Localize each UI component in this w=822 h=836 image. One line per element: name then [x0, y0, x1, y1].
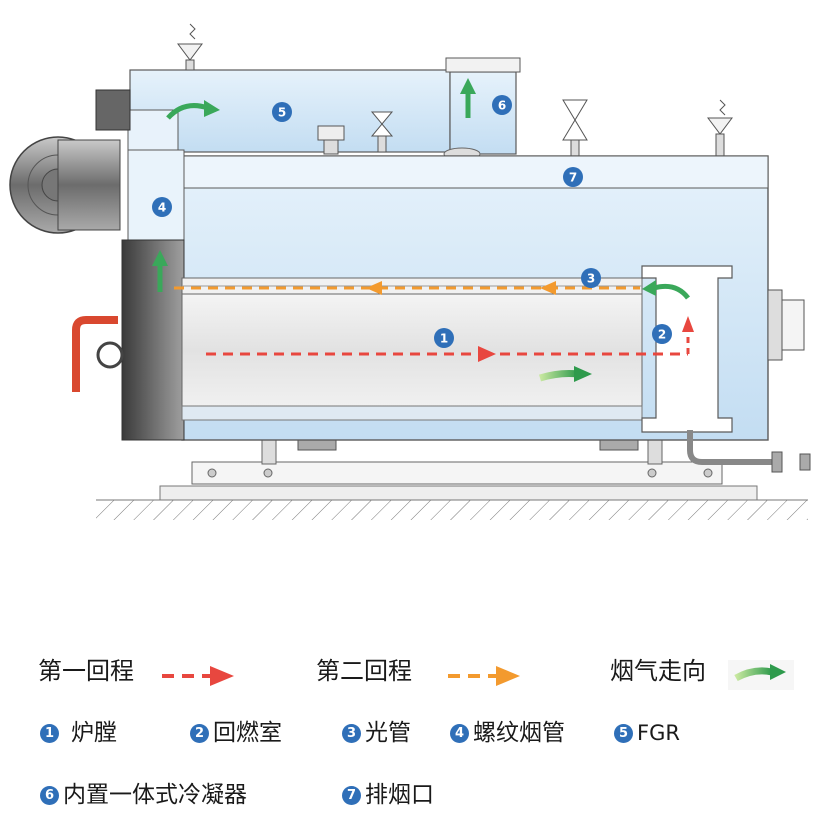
component-label: 内置一体式冷凝器	[63, 782, 247, 808]
badge-5: 5	[272, 102, 292, 122]
legend-pass1-label: 第一回程	[38, 657, 134, 685]
component-badge: 6	[40, 785, 59, 805]
component-badge: 3	[342, 723, 361, 743]
component-label: 排烟口	[365, 782, 434, 808]
svg-text:6: 6	[498, 99, 506, 113]
component-item-3: 3 光管	[342, 718, 411, 748]
legend-flow-row: 第一回程 第二回程 烟气走向	[0, 656, 822, 696]
component-item-2: 2 回燃室	[190, 718, 282, 748]
legend-components-row-2: 6 内置一体式冷凝器 7 排烟口	[0, 780, 822, 820]
svg-text:2: 2	[658, 328, 666, 342]
component-label: FGR	[637, 721, 680, 745]
blowdown-pipe	[687, 430, 811, 473]
legend-components-row-1: 1 炉膛 2 回燃室 3 光管 4 螺纹烟管 5 FGR	[0, 718, 822, 758]
component-item-7: 7 排烟口	[342, 780, 434, 810]
support-frame	[191, 439, 723, 485]
badge-3: 3	[581, 268, 601, 288]
component-label: 回燃室	[213, 720, 282, 746]
svg-text:3: 3	[587, 272, 595, 286]
boiler-diagram: 1 2 3 4 5 6 7	[9, 23, 811, 520]
second-pass-arrow	[174, 281, 640, 295]
component-badge: 7	[342, 785, 361, 805]
ground	[96, 485, 808, 520]
svg-text:7: 7	[569, 171, 577, 185]
front-smokebox	[121, 149, 185, 441]
safety-valve-left	[177, 23, 203, 71]
component-item-5: 5 FGR	[614, 718, 680, 748]
component-item-1: 1 炉膛	[40, 718, 117, 748]
burner	[9, 89, 131, 234]
legend-flow-arrow	[728, 660, 794, 690]
furnace	[181, 293, 643, 421]
manhole	[317, 125, 345, 155]
badge-6: 6	[492, 95, 512, 115]
component-badge: 2	[190, 723, 209, 743]
component-label: 螺纹烟管	[473, 720, 565, 746]
svg-text:1: 1	[440, 332, 448, 346]
legend-pass2-label: 第二回程	[316, 657, 412, 685]
gate-valve	[370, 111, 394, 153]
component-badge: 4	[450, 723, 469, 743]
component-item-4: 4 螺纹烟管	[450, 718, 565, 748]
svg-text:5: 5	[278, 106, 286, 120]
badge-7: 7	[563, 167, 583, 187]
main-steam-valve	[562, 99, 588, 157]
flue-gas-flow-arrows	[152, 78, 690, 382]
legend-flow-label: 烟气走向	[610, 657, 706, 685]
gas-pipe	[72, 316, 124, 392]
safety-valve-right	[707, 99, 733, 157]
component-label: 炉膛	[71, 720, 117, 746]
component-label: 光管	[365, 720, 411, 746]
smoke-tubes	[181, 277, 643, 295]
component-badge: 5	[614, 723, 633, 743]
component-badge: 1	[40, 723, 59, 743]
badge-4: 4	[152, 197, 172, 217]
rear-flange	[767, 289, 805, 361]
first-pass-arrow	[206, 316, 694, 362]
badge-2: 2	[652, 324, 672, 344]
svg-text:4: 4	[158, 201, 166, 215]
component-item-6: 6 内置一体式冷凝器	[40, 780, 247, 810]
legend-pass1-arrow	[162, 666, 234, 686]
badge-1: 1	[434, 328, 454, 348]
legend-pass2-arrow	[448, 666, 520, 686]
